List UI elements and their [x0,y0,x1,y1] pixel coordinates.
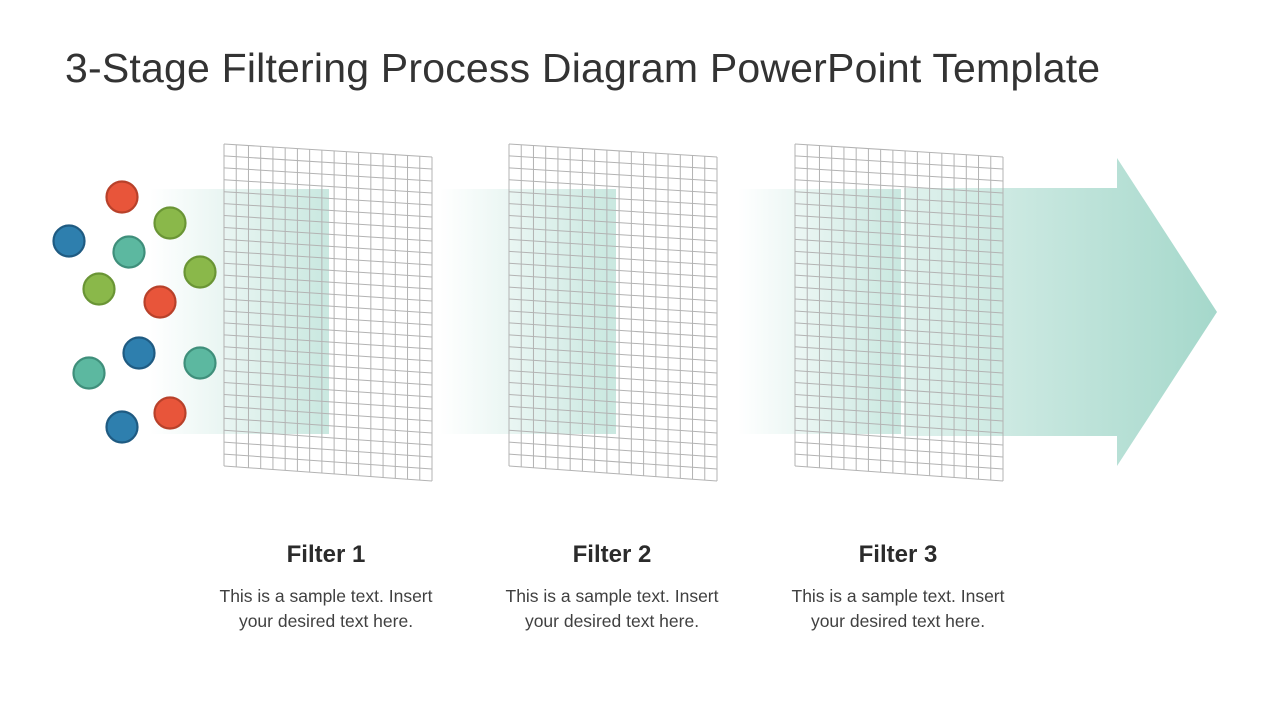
particle-green-icon [183,255,217,289]
particle-blue-icon [122,336,156,370]
particle-orange-icon [105,180,139,214]
particle-teal-icon [72,356,106,390]
output-arrow [904,158,1217,466]
particle-orange-icon [143,285,177,319]
filter-mesh-3 [794,143,1004,482]
filter-mesh-2 [508,143,718,482]
particle-teal-icon [112,235,146,269]
particle-orange-icon [153,396,187,430]
particle-green-icon [153,206,187,240]
filter-2-heading: Filter 2 [572,541,652,568]
filter-3-heading: Filter 3 [858,541,938,568]
particle-green-icon [82,272,116,306]
flow-band-2 [440,189,616,434]
particle-blue-icon [105,410,139,444]
filter-1-heading: Filter 1 [286,541,366,568]
filter-meshes [223,143,1004,482]
particle-teal-icon [183,346,217,380]
input-particles [52,180,217,444]
filter-mesh-1 [223,143,433,482]
particle-blue-icon [52,224,86,258]
slide-title: 3-Stage Filtering Process Diagram PowerP… [65,45,1101,91]
